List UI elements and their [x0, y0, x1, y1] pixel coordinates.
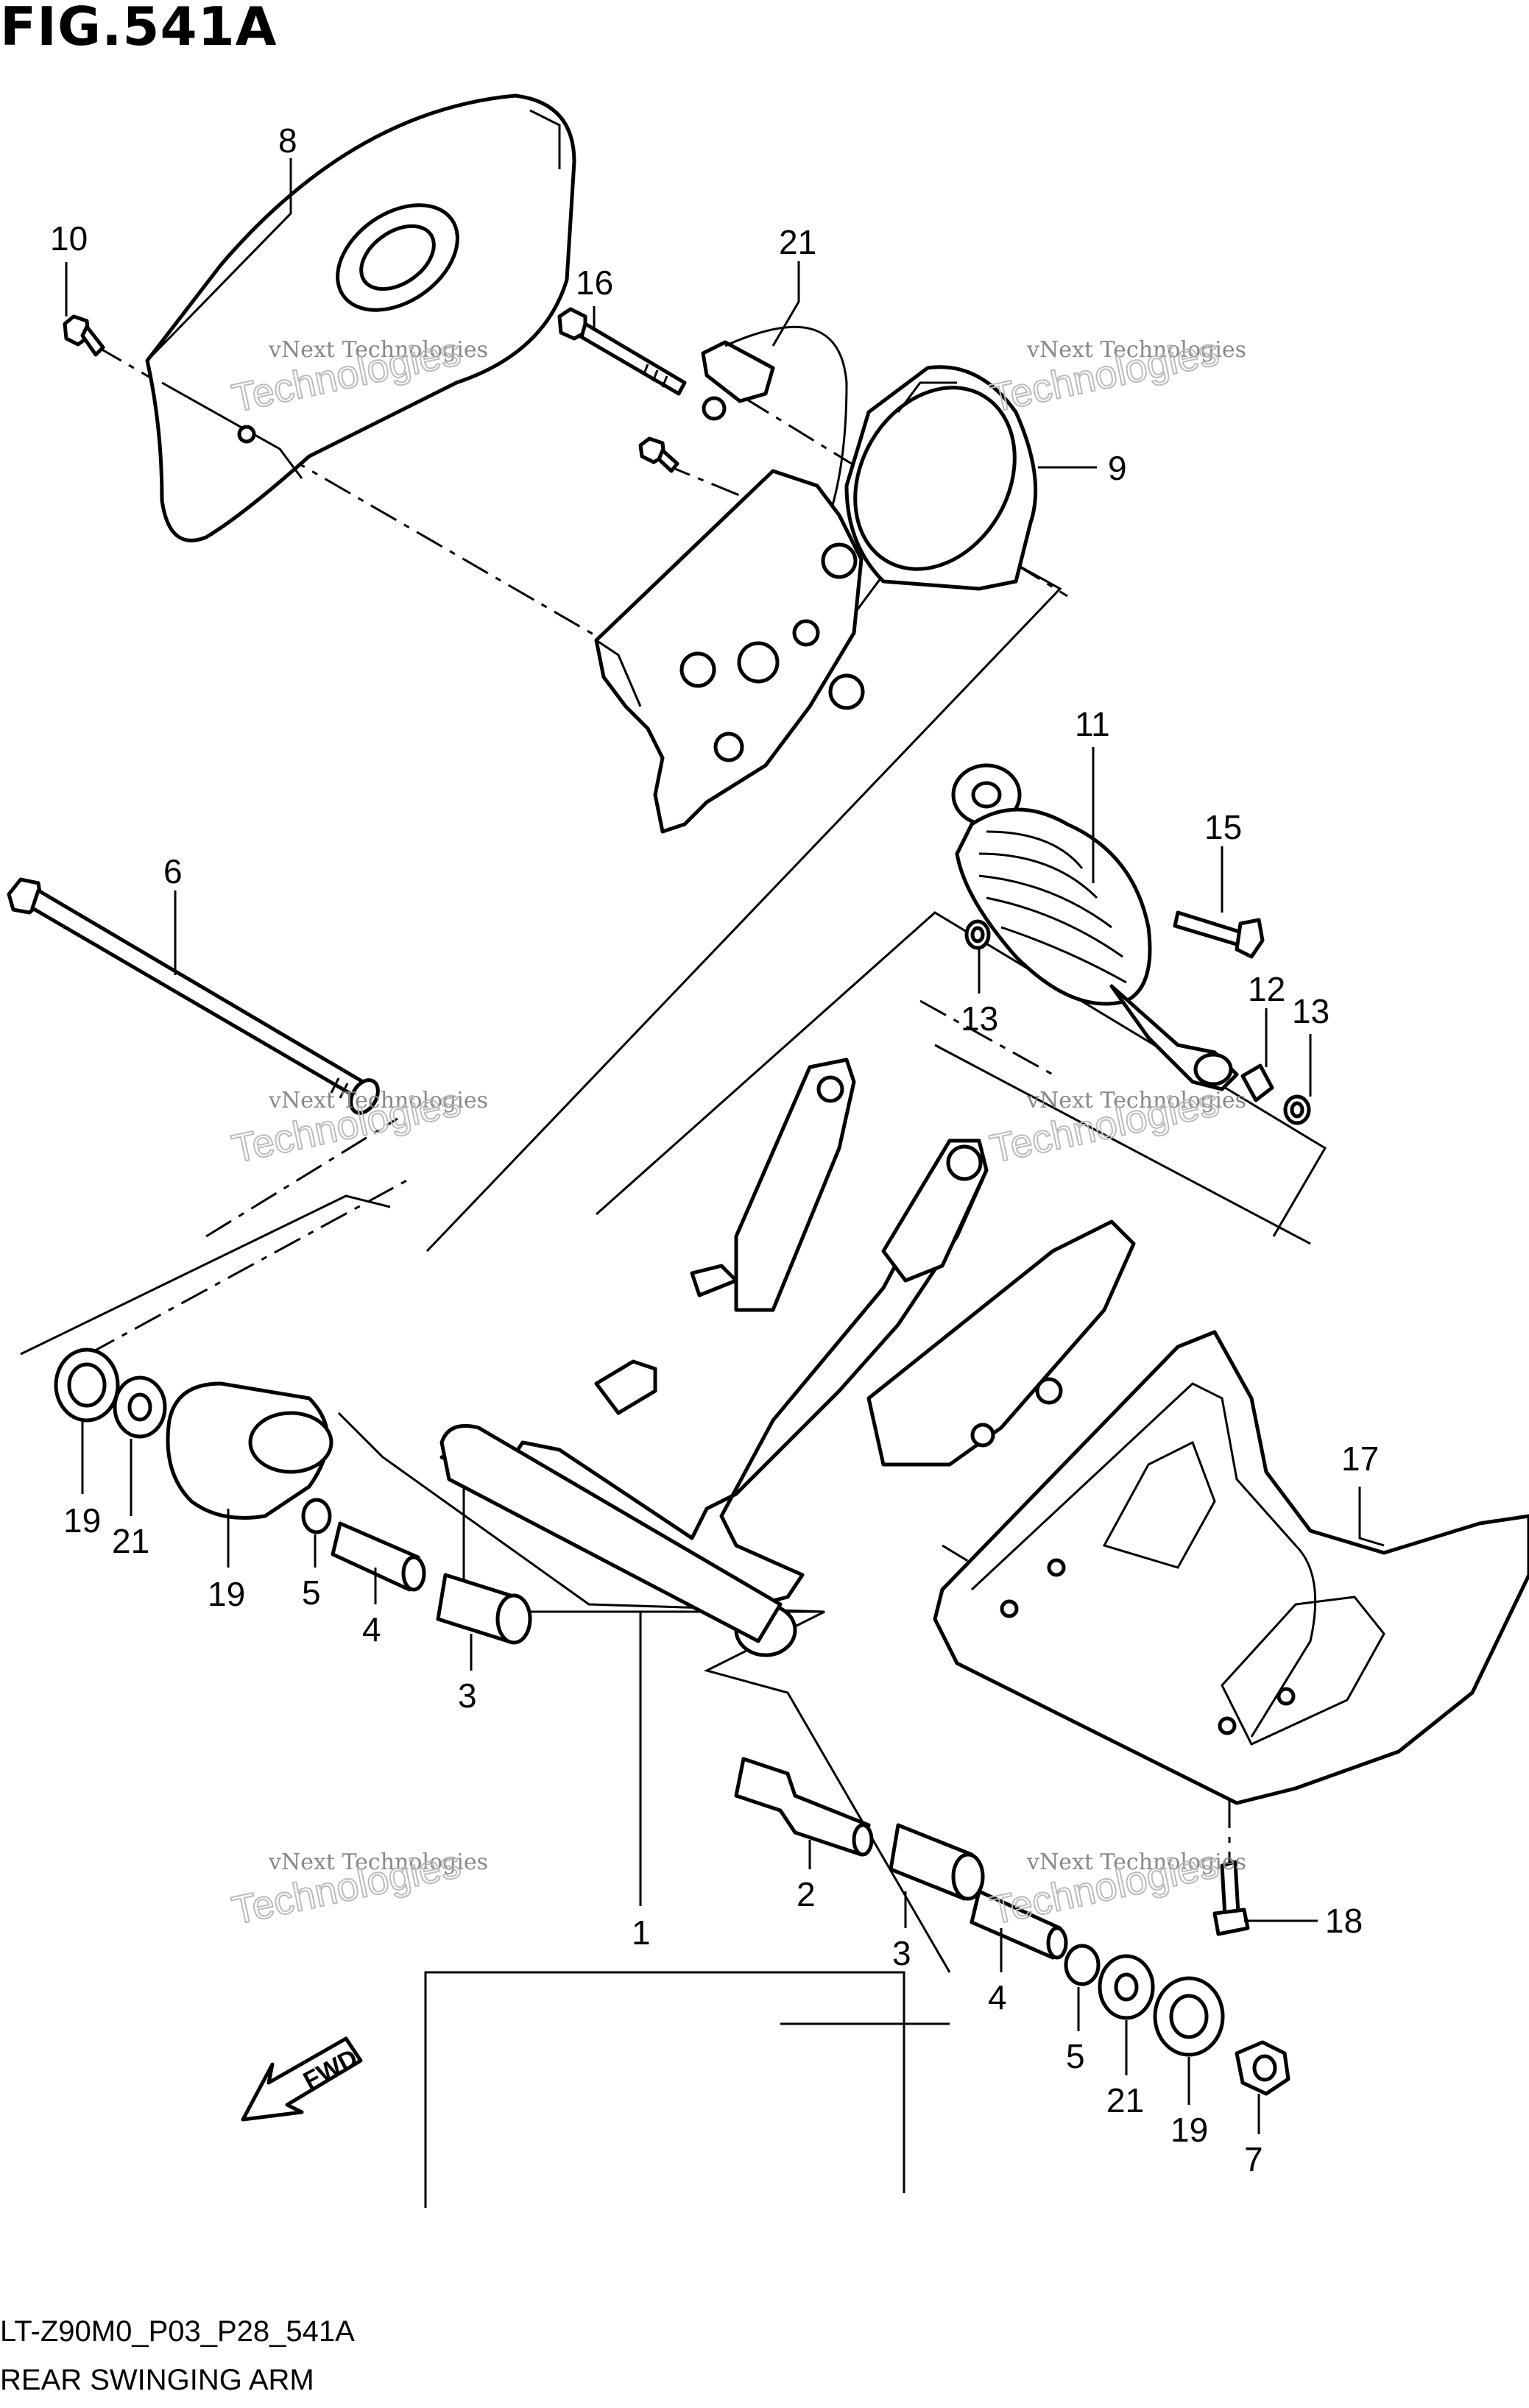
callout-3-left: 3	[458, 1676, 477, 1715]
callout-19-right: 19	[1170, 2111, 1208, 2149]
nut-7	[1235, 2040, 1290, 2096]
cover-16	[166, 1381, 333, 1520]
callout-21-right: 21	[1106, 2081, 1144, 2120]
dust-seal-19-right	[1153, 1976, 1225, 2057]
callout-13-right: 13	[1292, 992, 1330, 1030]
callout-18: 18	[1325, 1902, 1363, 1940]
axle-6	[7, 877, 380, 1115]
collar-5-right	[1064, 1944, 1101, 1986]
callout-7: 7	[1244, 2140, 1263, 2178]
guard-plate-9	[844, 365, 1038, 591]
watermark-text: vNext Technologies	[268, 337, 488, 363]
callout-5-left: 5	[302, 1573, 321, 1612]
bearing-3-right	[889, 1823, 985, 1901]
callout-4-right: 4	[988, 1978, 1007, 2016]
bearing-3-left	[436, 1573, 532, 1645]
callout-14: 15	[1204, 808, 1242, 846]
chain-case-bracket	[594, 469, 865, 834]
callout-13-left: 13	[961, 999, 998, 1038]
bolt-10	[63, 314, 105, 357]
figure-title: FIG.541A	[0, 0, 278, 57]
skid-plate-17	[933, 1330, 1529, 1805]
callout-21-left: 21	[112, 1522, 149, 1560]
callout-20: 21	[779, 223, 816, 261]
washer-21-right	[1098, 1954, 1155, 2020]
forward-direction-arrow: FWD	[241, 2036, 363, 2122]
watermark-text: vNext Technologies	[268, 1088, 488, 1113]
callout-2: 2	[797, 1875, 816, 1913]
callout-3-right: 3	[892, 1934, 911, 1972]
bushing-4-right	[970, 1889, 1068, 1960]
bolt-15	[557, 307, 687, 396]
callout-19-left: 19	[63, 1501, 101, 1540]
washer-13-right	[1283, 1094, 1311, 1125]
callout-8: 8	[278, 121, 297, 160]
swing-arm-1	[439, 1058, 1136, 1657]
watermark-text: vNext Technologies	[1026, 1849, 1246, 1875]
callout-15: 16	[576, 263, 613, 302]
callout-11: 11	[1075, 705, 1110, 743]
callout-10: 10	[50, 219, 88, 258]
small-bolt	[638, 436, 679, 473]
callout-17: 17	[1341, 1440, 1379, 1478]
watermarks: vNext Technologies vNext Technologies vN…	[227, 329, 1246, 1934]
shock-absorber-11	[951, 763, 1239, 1091]
bolt-18	[1212, 1860, 1250, 1936]
washer-21-left	[113, 1375, 167, 1439]
collar-12	[1240, 1063, 1274, 1102]
collar-5-left	[301, 1498, 332, 1534]
callout-5-right: 5	[1066, 2037, 1085, 2075]
callout-16: 19	[208, 1575, 245, 1613]
diagram-code: LT-Z90M0_P03_P28_541A	[0, 2315, 355, 2348]
watermark-text: vNext Technologies	[1026, 337, 1246, 363]
dust-seal-19-left	[54, 1348, 120, 1423]
bolt-14	[1173, 910, 1265, 959]
diagram-caption: REAR SWINGING ARM	[0, 2364, 314, 2396]
leader-lines	[65, 158, 1385, 2134]
callout-labels: 8 10 16 21 9 11 15 12 13 13 6 17 18 1 2 …	[50, 121, 1379, 2178]
bushing-4-left	[331, 1521, 426, 1592]
chain-case-cover	[145, 93, 576, 542]
watermark-text: vNext Technologies	[1026, 1088, 1246, 1113]
callout-1: 1	[632, 1913, 651, 1952]
spacer-2	[734, 1757, 874, 1857]
watermark-text: vNext Technologies	[268, 1849, 488, 1875]
callout-9: 9	[1108, 449, 1127, 487]
washer-13-left	[964, 919, 991, 950]
callout-4-left: 4	[362, 1610, 381, 1649]
callout-12: 12	[1248, 970, 1285, 1008]
callout-6: 6	[163, 852, 183, 890]
